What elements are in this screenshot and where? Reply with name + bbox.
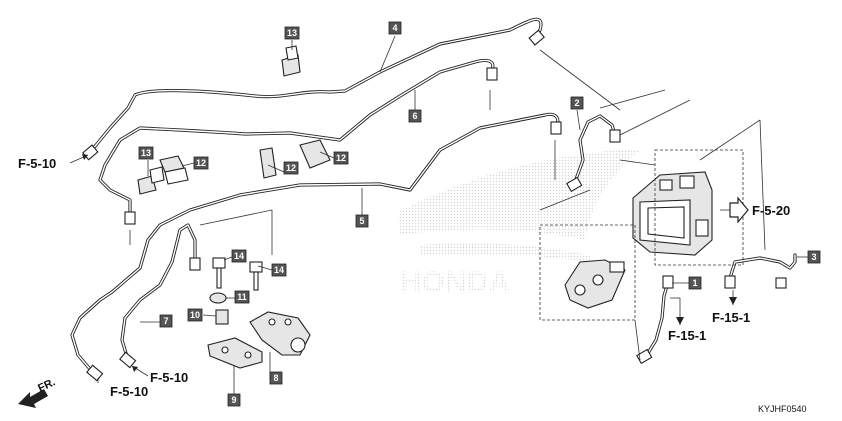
bolt-14a bbox=[212, 257, 226, 289]
callout-14b-label: 14 bbox=[274, 265, 284, 275]
callout-7-label: 7 bbox=[163, 316, 168, 326]
ref-f-5-10-top-label: F-5-10 bbox=[18, 156, 56, 171]
callout-14b: 14 bbox=[271, 263, 287, 277]
callout-2-label: 2 bbox=[574, 98, 579, 108]
callout-6-label: 6 bbox=[412, 111, 417, 121]
callout-12b-label: 12 bbox=[286, 163, 296, 173]
honda-watermark-lettering: HONDA bbox=[400, 266, 510, 299]
three-way-joint bbox=[564, 259, 626, 309]
bolt-14b bbox=[249, 261, 263, 291]
joint-dashed-frame bbox=[539, 224, 636, 321]
diagram-code: KYJHF0540 bbox=[758, 404, 807, 414]
ref-f-5-10-bottom: F-5-10 bbox=[97, 378, 148, 399]
ref-f-15-1-right: F-15-1 bbox=[712, 297, 750, 325]
pipe-clamp-12a bbox=[159, 155, 189, 185]
callout-3: 3 bbox=[807, 250, 821, 264]
callout-9-label: 9 bbox=[231, 395, 236, 405]
callout-5-label: 5 bbox=[359, 216, 364, 226]
brake-pipe-3 bbox=[724, 253, 797, 289]
callout-7: 7 bbox=[159, 314, 173, 328]
callout-4-label: 4 bbox=[392, 23, 397, 33]
callout-2: 2 bbox=[570, 96, 584, 110]
brake-pipe-4 bbox=[82, 17, 545, 161]
front-direction-indicator: FR. bbox=[18, 376, 57, 408]
pipe-clamp-12c bbox=[299, 139, 331, 169]
direction-label: FR. bbox=[36, 376, 57, 394]
joint-8 bbox=[249, 311, 311, 356]
brake-pipe-2 bbox=[566, 114, 621, 193]
ref-f-15-1-right-label: F-15-1 bbox=[712, 310, 750, 325]
abs-modulator bbox=[632, 171, 713, 256]
brake-pipe-6 bbox=[98, 58, 498, 225]
callout-12c-label: 12 bbox=[336, 153, 346, 163]
callout-12a: 12 bbox=[193, 156, 209, 170]
callout-13a-label: 13 bbox=[287, 28, 297, 38]
brake-pipe-7 bbox=[119, 223, 201, 369]
brake-pipe-1 bbox=[636, 275, 674, 365]
ref-f-5-10-mid: F-5-10 bbox=[131, 365, 188, 385]
callout-10-label: 10 bbox=[190, 310, 200, 320]
callout-13b: 13 bbox=[138, 146, 154, 160]
collar-11 bbox=[209, 292, 227, 304]
ref-f-15-1-center-label: F-15-1 bbox=[668, 328, 706, 343]
callout-11: 11 bbox=[234, 290, 250, 304]
callout-5: 5 bbox=[355, 214, 369, 228]
callout-6: 6 bbox=[408, 109, 422, 123]
callout-4: 4 bbox=[388, 21, 402, 35]
ref-f-5-20-label: F-5-20 bbox=[752, 203, 790, 218]
callout-8: 8 bbox=[269, 371, 283, 385]
grommet-10 bbox=[215, 309, 229, 325]
brake-pipe-5 bbox=[70, 112, 562, 382]
arrow-right-icon bbox=[729, 196, 749, 224]
callout-9: 9 bbox=[227, 393, 241, 407]
bracket-9 bbox=[207, 337, 263, 369]
ref-f-5-10-top: F-5-10 bbox=[18, 154, 89, 171]
callout-12b: 12 bbox=[283, 161, 299, 175]
callout-1: 1 bbox=[688, 276, 702, 290]
pipe-clamp-12b bbox=[259, 147, 277, 179]
arrow-front-icon bbox=[18, 389, 48, 408]
pipe-clamp-13b bbox=[137, 166, 165, 195]
callout-3-label: 3 bbox=[811, 252, 816, 262]
pipe-clamp-13a bbox=[281, 45, 301, 77]
leader-lines bbox=[129, 35, 808, 400]
callout-10: 10 bbox=[187, 308, 203, 322]
callout-11-label: 11 bbox=[237, 292, 247, 302]
ref-f-5-10-bottom-label: F-5-10 bbox=[110, 384, 148, 399]
ref-f-5-10-mid-label: F-5-10 bbox=[150, 370, 188, 385]
callout-13b-label: 13 bbox=[141, 148, 151, 158]
ref-f-15-1-center: F-15-1 bbox=[668, 317, 706, 343]
callout-13a: 13 bbox=[284, 26, 300, 40]
callout-12a-label: 12 bbox=[196, 158, 206, 168]
callout-14a: 14 bbox=[231, 249, 247, 263]
callout-14a-label: 14 bbox=[234, 251, 244, 261]
ref-f-5-20: F-5-20 bbox=[729, 196, 790, 224]
callout-8-label: 8 bbox=[273, 373, 278, 383]
callout-12c: 12 bbox=[333, 151, 349, 165]
callout-1-label: 1 bbox=[692, 278, 697, 288]
